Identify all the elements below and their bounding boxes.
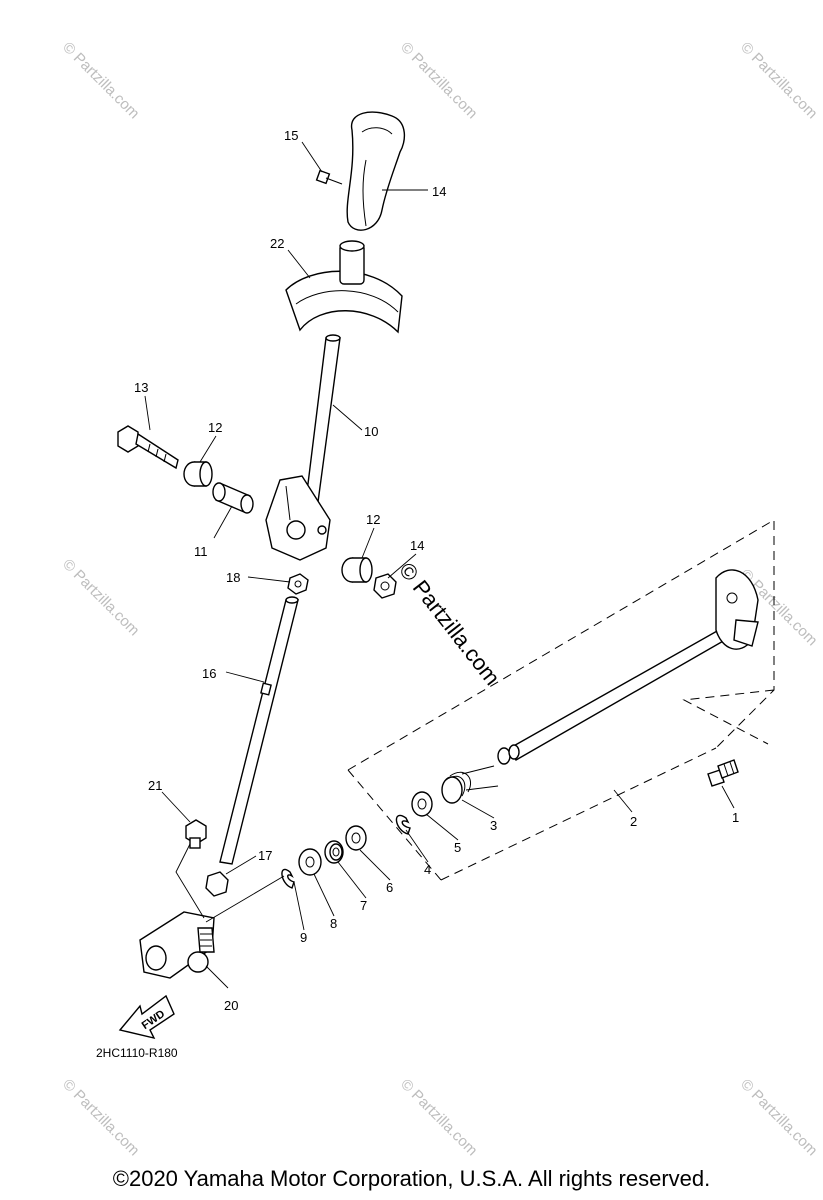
- callouts: 15 14 22 10 13 12 11 12 14 18 16 21 17 2…: [134, 128, 739, 1013]
- circlip: [395, 814, 411, 835]
- watermark: © Partzilla.com: [737, 1076, 820, 1159]
- watermark: © Partzilla.com: [59, 1076, 142, 1159]
- callout-5: 5: [454, 840, 461, 855]
- washer: [298, 848, 322, 876]
- callout-9: 9: [300, 930, 307, 945]
- callout-3: 3: [490, 818, 497, 833]
- watermark-large: © Partzilla.com: [394, 558, 505, 690]
- callout-20: 20: [224, 998, 238, 1013]
- knob-screw: [315, 169, 343, 185]
- pivot-bolt: [117, 425, 179, 470]
- diagram-code: 2HC1110-R180: [96, 1046, 178, 1060]
- shift-rod: [219, 596, 299, 865]
- copyright-notice: ©2020 Yamaha Motor Corporation, U.S.A. A…: [112, 1166, 711, 1191]
- watermark: © Partzilla.com: [397, 39, 480, 122]
- return-spring: [441, 765, 499, 804]
- shift-arm: [139, 911, 215, 979]
- callout-12: 12: [208, 420, 222, 435]
- callout-14: 14: [410, 538, 424, 553]
- circlip: [281, 868, 295, 889]
- arm-bolt: [185, 819, 207, 849]
- watermark: © Partzilla.com: [59, 556, 142, 639]
- callout-10: 10: [364, 424, 378, 439]
- watermark: © Partzilla.com: [59, 39, 142, 122]
- stopper-bolt: [707, 759, 739, 787]
- nut: [287, 573, 309, 595]
- callout-15: 14: [432, 184, 446, 199]
- oil-seal: [324, 840, 344, 864]
- forward-direction-arrow: FWD: [118, 994, 175, 1040]
- collar: [341, 557, 373, 583]
- callout-2: 2: [630, 814, 637, 829]
- shift-lever: [265, 334, 341, 561]
- callout-8: 8: [330, 916, 337, 931]
- shift-knob: [346, 111, 406, 231]
- callout-12: 12: [366, 512, 380, 527]
- washer: [411, 791, 433, 817]
- shift-boot: [285, 240, 403, 334]
- callout-16: 15: [284, 128, 298, 143]
- callout-7: 7: [360, 898, 367, 913]
- shift-shaft-assembly: [347, 519, 775, 881]
- leader-lines: [144, 141, 735, 989]
- callout-6: 6: [386, 880, 393, 895]
- washer: [345, 825, 367, 851]
- flange-nut: [373, 573, 397, 599]
- bushing: [212, 482, 254, 514]
- callout-17: 16: [202, 666, 216, 681]
- rod-nut: [205, 871, 229, 897]
- callout-1: 1: [732, 810, 739, 825]
- watermark: © Partzilla.com: [737, 39, 820, 122]
- callout-18: 17: [258, 848, 272, 863]
- callout-21: 21: [148, 778, 162, 793]
- callout-19: 18: [226, 570, 240, 585]
- callout-11: 11: [194, 544, 208, 559]
- watermark: © Partzilla.com: [397, 1076, 480, 1159]
- collar: [183, 461, 213, 487]
- callout-4: 4: [424, 862, 431, 877]
- callout-22: 22: [270, 236, 284, 251]
- callout-13: 13: [134, 380, 148, 395]
- watermarks: © Partzilla.com © Partzilla.com © Partzi…: [59, 39, 820, 1159]
